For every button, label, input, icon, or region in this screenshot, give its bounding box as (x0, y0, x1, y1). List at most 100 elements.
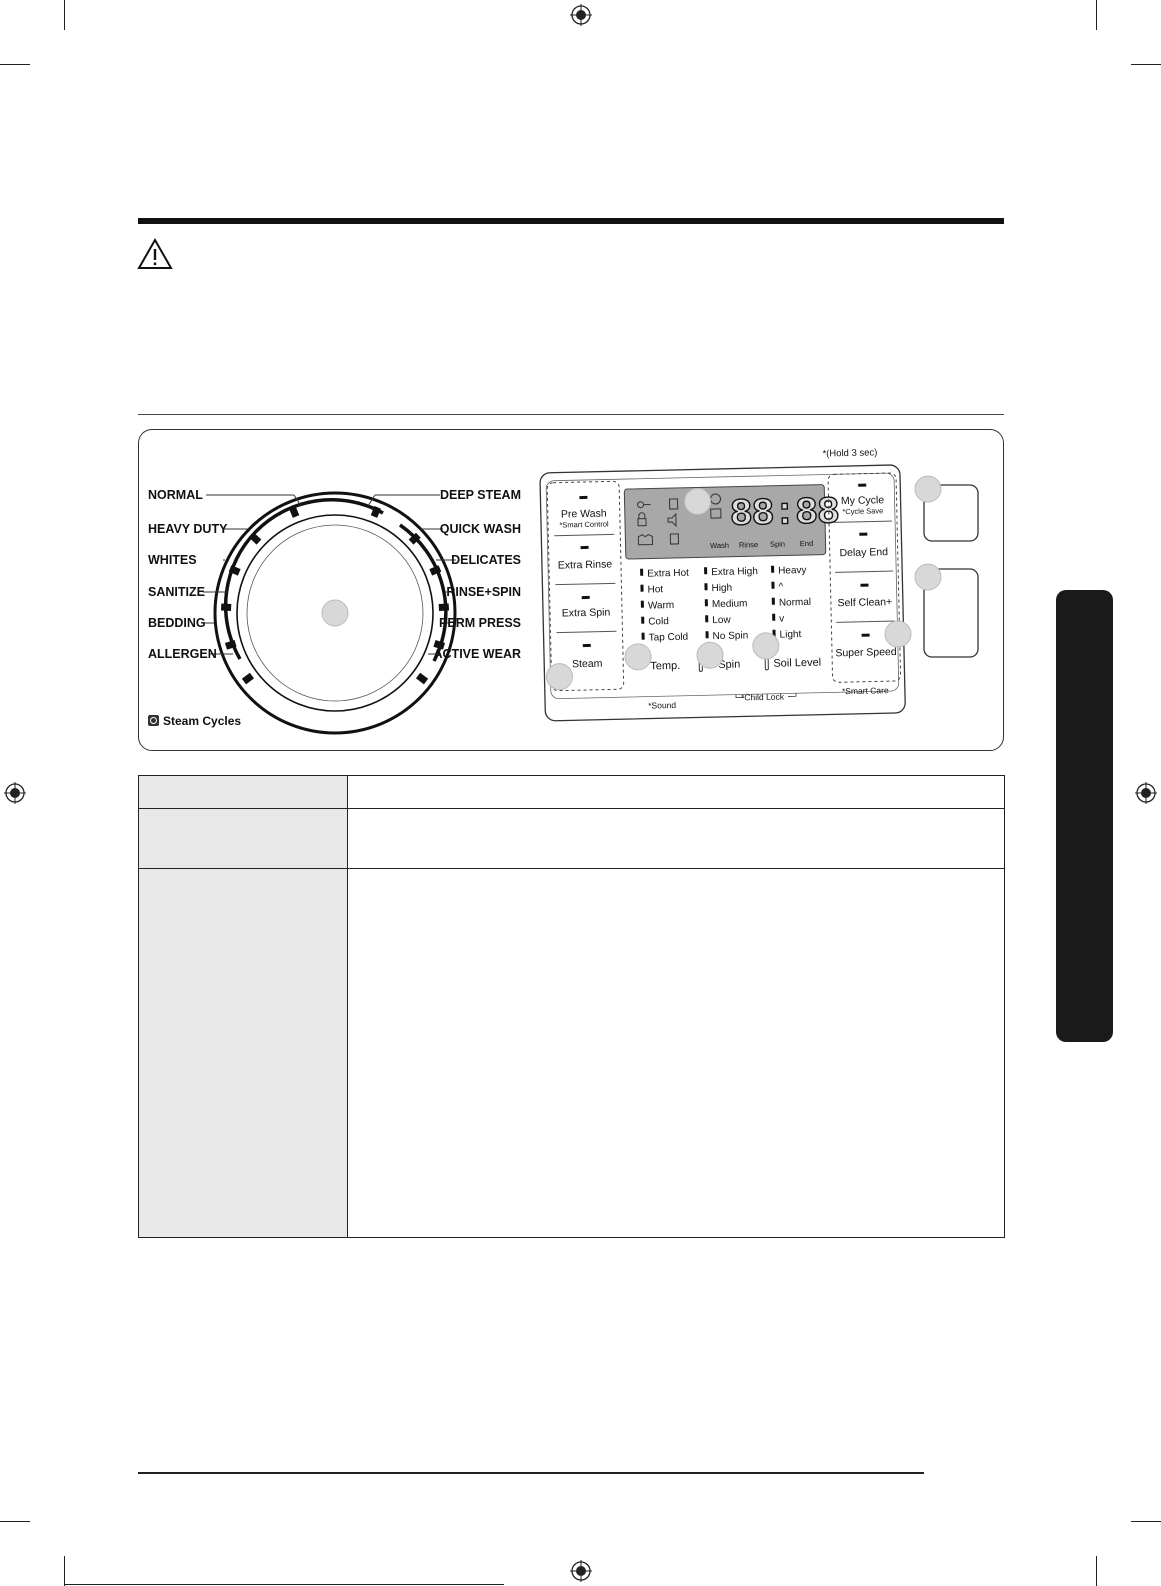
table-label-cell (138, 868, 348, 1238)
control-panel-svg: NORMAL HEAVY DUTY WHITES SANITIZE BEDDIN… (148, 447, 979, 735)
display-status-icons (637, 493, 722, 546)
temp-button[interactable]: Temp. (650, 660, 680, 673)
spin-option: No Spin (713, 630, 749, 642)
table-label-cell (138, 775, 348, 809)
dial-tick (241, 672, 255, 685)
registration-mark-icon (570, 1560, 592, 1582)
registration-mark-icon (570, 4, 592, 26)
soil-option: Normal (779, 597, 811, 609)
section-rule (138, 218, 1004, 224)
crop-mark (64, 0, 65, 30)
callout-start (914, 563, 942, 591)
stage-spin: Spin (770, 539, 785, 548)
steam-legend-label: Steam Cycles (163, 714, 241, 728)
crop-mark (1131, 64, 1161, 65)
control-panel-illustration (138, 429, 1004, 751)
crop-mark (64, 1584, 504, 1585)
temp-option: Hot (647, 584, 663, 595)
soil-level-button[interactable]: Soil Level (773, 657, 821, 670)
cycle-save-note: *Cycle Save (842, 506, 883, 516)
dial-label-rinse-spin[interactable]: RINSE+SPIN (446, 585, 521, 599)
table-row (138, 775, 1005, 809)
delay-end-button[interactable]: Delay End (839, 546, 888, 559)
smart-control-note: *Smart Control (559, 519, 609, 529)
spin-option: Low (712, 615, 731, 626)
dial-tick (249, 532, 262, 545)
dial-label-active-wear[interactable]: ACTIVE WEAR (434, 647, 522, 661)
stage-wash: Wash (710, 541, 729, 550)
start-pause-button[interactable] (923, 568, 979, 658)
registration-mark-icon (4, 782, 26, 804)
registration-mark-icon (1135, 782, 1157, 804)
steam-button[interactable]: Steam (572, 658, 603, 671)
dial-tick (429, 565, 442, 576)
table-row (138, 808, 1005, 869)
callout-display (684, 487, 712, 515)
dial-label-bedding[interactable]: BEDDING (148, 616, 206, 630)
dial-tick (224, 640, 237, 650)
dial-tick (415, 672, 429, 685)
smart-care-note: *Smart Care (842, 685, 889, 696)
table-value-cell (347, 775, 1005, 809)
crop-mark (0, 64, 30, 65)
option-indicator-leds (640, 565, 776, 640)
crop-mark (1096, 0, 1097, 30)
temp-option: Extra Hot (647, 568, 689, 580)
dial-label-whites[interactable]: WHITES (148, 553, 197, 567)
dial-leader-lines (203, 494, 456, 655)
table-value-cell (347, 808, 1005, 869)
pre-wash-button[interactable]: Pre Wash (561, 507, 607, 520)
spin-option: Medium (712, 598, 748, 610)
dial-label-delicates[interactable]: DELICATES (451, 553, 521, 567)
temp-option: Warm (648, 600, 675, 612)
right-button-column (827, 472, 902, 683)
dial-label-heavy-duty[interactable]: HEAVY DUTY (148, 522, 228, 536)
super-speed-button[interactable]: Super Speed (835, 646, 897, 659)
spin-option: High (711, 583, 732, 594)
temp-option: Cold (648, 616, 669, 627)
soil-option: Heavy (778, 565, 807, 577)
dial-label-quick-wash[interactable]: QUICK WASH (440, 522, 521, 536)
callout-soil (752, 632, 780, 660)
dial-tick (433, 640, 446, 650)
dial-tick (220, 603, 232, 612)
dial-label-deep-steam[interactable]: DEEP STEAM (440, 488, 521, 502)
warning-icon (137, 238, 173, 269)
soil-option: ^ (778, 582, 783, 593)
dial-label-normal[interactable]: NORMAL (148, 488, 203, 502)
dial-tick (408, 532, 421, 545)
soil-option: Light (779, 629, 801, 640)
temp-option: Tap Cold (649, 632, 689, 644)
option-lists: Extra Hot Hot Warm Cold Tap Cold Extra H… (647, 565, 811, 644)
extra-spin-button[interactable]: Extra Spin (562, 606, 611, 619)
lcd-display (623, 484, 827, 560)
dial-label-sanitize[interactable]: SANITIZE (148, 585, 205, 599)
steam-legend-icon (148, 715, 159, 726)
dial-tick (228, 565, 241, 576)
crop-mark (0, 1521, 30, 1522)
stage-end: End (800, 539, 814, 548)
dial-label-allergen[interactable]: ALLERGEN (148, 647, 217, 661)
crop-mark (1131, 1521, 1161, 1522)
extra-rinse-button[interactable]: Extra Rinse (558, 558, 613, 571)
table-row (138, 868, 1005, 1238)
soil-option: v (779, 614, 784, 625)
dial-tick (438, 603, 450, 612)
callout-temp (624, 643, 652, 671)
dial-label-perm-press[interactable]: PERM PRESS (439, 616, 521, 630)
cycle-dial[interactable] (213, 491, 457, 735)
dial-tick (370, 505, 381, 518)
callout-super-speed (884, 620, 912, 648)
dial-tick (289, 505, 300, 518)
callout-spin (696, 641, 724, 669)
steam-arc (223, 498, 384, 660)
my-cycle-button[interactable]: My Cycle (841, 494, 885, 507)
spin-button[interactable]: Spin (718, 659, 740, 671)
power-button[interactable] (923, 484, 979, 542)
feature-table (138, 775, 1005, 1238)
self-clean-button[interactable]: Self Clean+ (837, 596, 892, 609)
sound-note: *Sound (648, 700, 676, 711)
divider (138, 414, 1004, 415)
table-value-cell (347, 868, 1005, 1238)
crop-mark (1096, 1556, 1097, 1586)
